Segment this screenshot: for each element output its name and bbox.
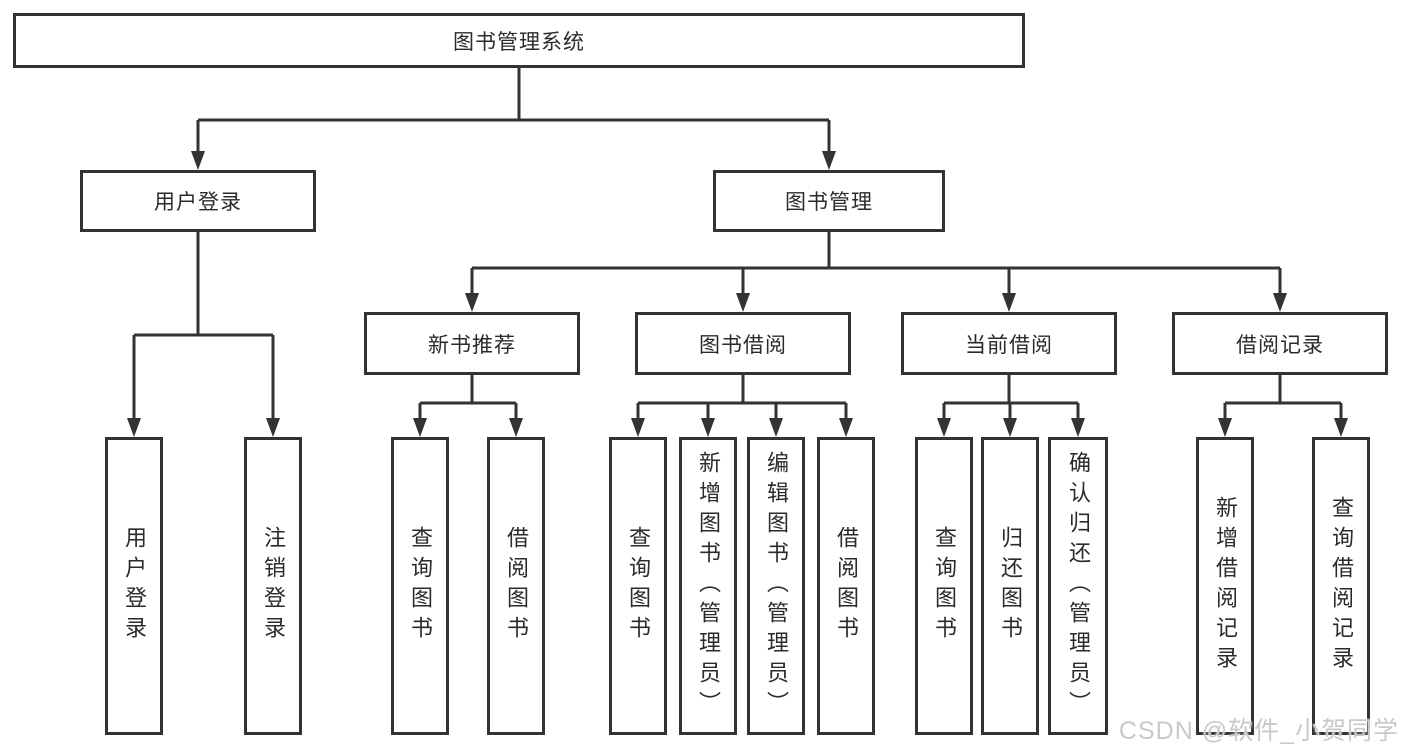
leaf-records-query-record: 查询借阅记录	[1312, 437, 1370, 735]
connector-borrowing-records-branch	[1223, 375, 1343, 423]
arrowheads	[127, 151, 1348, 437]
csdn-watermark: CSDN @软件_小贺同学	[1118, 717, 1399, 745]
node-user-login: 用户登录	[80, 170, 316, 232]
leaf-borrowing-edit-books-admin: 编辑图书（管理员）	[747, 437, 805, 735]
node-new-book-recommendation: 新书推荐	[364, 312, 580, 375]
connector-new-book-branch	[418, 375, 518, 423]
node-book-management: 图书管理	[713, 170, 945, 232]
leaf-records-add-record: 新增借阅记录	[1196, 437, 1254, 735]
node-library-management-system: 图书管理系统	[13, 13, 1025, 68]
leaf-user-login: 用户登录	[105, 437, 163, 735]
leaf-logout: 注销登录	[244, 437, 302, 735]
connector-current-borrowing-branch	[942, 375, 1080, 423]
leaf-newbook-query-books: 查询图书	[391, 437, 449, 735]
connector-root-to-level2	[196, 68, 831, 156]
leaf-current-confirm-return-admin: 确认归还（管理员）	[1048, 437, 1108, 735]
node-borrowing-records: 借阅记录	[1172, 312, 1388, 375]
node-book-borrowing: 图书借阅	[635, 312, 851, 375]
leaf-borrowing-add-books-admin: 新增图书（管理员）	[679, 437, 737, 735]
leaf-borrowing-borrow-books: 借阅图书	[817, 437, 875, 735]
leaf-borrowing-query-books: 查询图书	[609, 437, 667, 735]
connector-user-login-branch	[132, 232, 275, 423]
leaf-current-query-books: 查询图书	[915, 437, 973, 735]
leaf-current-return-books: 归还图书	[981, 437, 1039, 735]
connector-book-management-branch	[470, 232, 1282, 298]
connector-book-borrowing-branch	[636, 375, 848, 423]
node-current-borrowing: 当前借阅	[901, 312, 1117, 375]
leaf-newbook-borrow-books: 借阅图书	[487, 437, 545, 735]
